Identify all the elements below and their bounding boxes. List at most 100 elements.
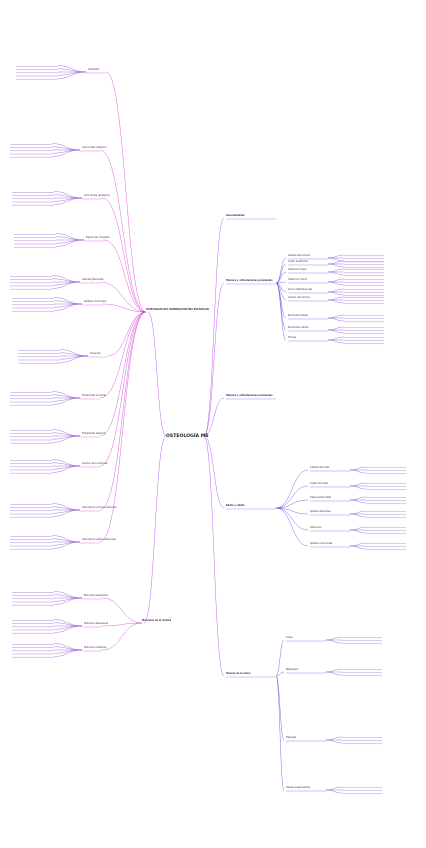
leaf-connector <box>327 317 345 322</box>
leaf-connector <box>51 397 81 402</box>
topic-node[interactable]: Apófisis estiloides <box>310 510 331 513</box>
topic-node[interactable]: Apófisis coronoides <box>310 542 333 545</box>
topic-node[interactable]: Cuerpo del húmero <box>288 296 311 299</box>
topic-node[interactable]: Radio y cúbito <box>226 504 245 507</box>
leaf-connector <box>327 326 345 331</box>
leaf-connector <box>327 296 345 301</box>
leaf-connector <box>51 394 81 399</box>
node-connector <box>275 282 287 341</box>
branch-connector <box>203 282 225 437</box>
topic-node[interactable]: Articulación acromioclavicular <box>82 506 117 509</box>
leaf-connector <box>327 314 345 319</box>
topic-node[interactable]: Clavícula <box>90 352 101 355</box>
node-connector <box>107 311 147 357</box>
node-connector <box>101 197 147 313</box>
topic-node[interactable]: Cavidad glenoidea <box>82 278 104 281</box>
leaf-connector <box>349 482 367 487</box>
topic-node[interactable]: Cuello anatómico <box>288 260 309 263</box>
leaf-connector <box>327 257 345 262</box>
node-connector <box>101 597 143 624</box>
leaf-connector <box>53 649 83 654</box>
topic-node[interactable]: Espina del omóplato <box>86 236 110 239</box>
leaf-connector <box>51 278 81 283</box>
topic-node[interactable]: Músculos rotadores <box>84 646 107 649</box>
node-connector <box>99 311 147 511</box>
topic-node[interactable]: Articulación esternoclavicular <box>82 538 117 541</box>
topic-node[interactable]: Huesos sesamoideos <box>286 786 311 789</box>
leaf-connector <box>59 355 89 363</box>
leaf-connector <box>51 146 81 151</box>
topic-node[interactable]: Músculos elevadores <box>84 594 108 597</box>
topic-node[interactable]: Apófisis coracoides <box>84 300 107 303</box>
topic-node[interactable]: Músculos de la cintura <box>142 619 172 622</box>
topic-node[interactable]: Falanges <box>286 736 297 739</box>
topic-node[interactable]: Cuello del radio <box>310 482 328 485</box>
leaf-connector <box>51 465 81 470</box>
leaf-connector <box>327 271 345 276</box>
leaf-connector <box>349 526 367 531</box>
leaf-connector <box>53 649 83 657</box>
leaf-connector <box>53 194 83 199</box>
leaf-connector <box>349 513 367 518</box>
leaf-connector <box>51 465 81 473</box>
topic-node[interactable]: Generalidades <box>226 214 245 217</box>
leaf-connector <box>325 639 343 644</box>
leaf-connector <box>51 435 81 443</box>
leaf-connector <box>327 329 345 334</box>
leaf-connector <box>349 545 367 550</box>
topic-node[interactable]: Omóplato <box>88 68 100 71</box>
leaf-connector <box>325 668 343 673</box>
topic-node[interactable]: Huesos de la mano <box>226 672 251 675</box>
node-connector <box>275 639 285 677</box>
topic-node[interactable]: Epicóndilo medial <box>288 326 309 329</box>
leaf-connector <box>325 736 343 741</box>
topic-node[interactable]: Extremidad acromial <box>82 394 106 397</box>
leaf-connector <box>57 71 87 76</box>
node-connector <box>101 303 147 313</box>
leaf-connector <box>325 789 343 794</box>
leaf-connector <box>53 597 83 602</box>
node-connector <box>99 311 147 437</box>
topic-node[interactable]: Olécranon <box>310 526 322 529</box>
leaf-connector <box>57 71 87 79</box>
topic-node[interactable]: Cuerpo de la clavícula <box>82 462 108 465</box>
node-connector <box>275 282 287 331</box>
node-connector <box>101 622 143 651</box>
leaf-connector <box>53 597 83 605</box>
leaf-connector <box>327 281 345 286</box>
topic-node[interactable]: Cabeza del radio <box>310 466 330 469</box>
topic-node[interactable]: Músculos depresores <box>84 622 109 625</box>
topic-node[interactable]: Tubérculo menor <box>288 278 308 281</box>
leaf-connector <box>51 541 81 546</box>
topic-node[interactable]: Húmero y articulaciones proximales <box>226 394 273 397</box>
topic-node[interactable]: Húmero y articulaciones proximales <box>226 279 273 282</box>
leaf-connector <box>51 509 81 514</box>
topic-node[interactable]: OSTEOLOGÍA DEL HOMBRO/CINTURA ESCAPULAR <box>146 308 210 311</box>
leaf-connector <box>53 646 83 651</box>
topic-node[interactable]: Cara dorsal (posterior) <box>84 194 110 197</box>
node-connector <box>275 675 285 741</box>
topic-node[interactable]: Extremidad esternal <box>82 432 106 435</box>
topic-node[interactable]: Surco intertubercular <box>288 288 313 291</box>
leaf-connector <box>53 300 83 305</box>
leaf-connector <box>349 510 367 515</box>
topic-node[interactable]: Epicóndilo lateral <box>288 314 308 317</box>
topic-node[interactable]: Cabeza del húmero <box>288 254 311 257</box>
leaf-connector <box>327 339 345 344</box>
leaf-connector <box>327 288 345 293</box>
topic-node[interactable]: Tuberosidad radial <box>310 496 332 499</box>
topic-node[interactable]: Metacarpo <box>286 668 299 671</box>
node-connector <box>99 149 147 313</box>
topic-node[interactable]: Tubérculo mayor <box>288 268 308 271</box>
leaf-connector <box>51 435 81 440</box>
leaf-connector <box>51 538 81 543</box>
topic-node[interactable]: Cara costal (anterior) <box>82 146 107 149</box>
topic-node[interactable]: Carpo <box>286 636 293 639</box>
node-connector <box>103 239 147 313</box>
leaf-connector <box>349 466 367 471</box>
leaf-connector <box>55 236 85 241</box>
topic-node[interactable]: Tróclea <box>288 336 297 339</box>
central-topic[interactable]: OSTEOLOGÍA MS <box>166 434 209 439</box>
node-connector <box>99 281 147 313</box>
